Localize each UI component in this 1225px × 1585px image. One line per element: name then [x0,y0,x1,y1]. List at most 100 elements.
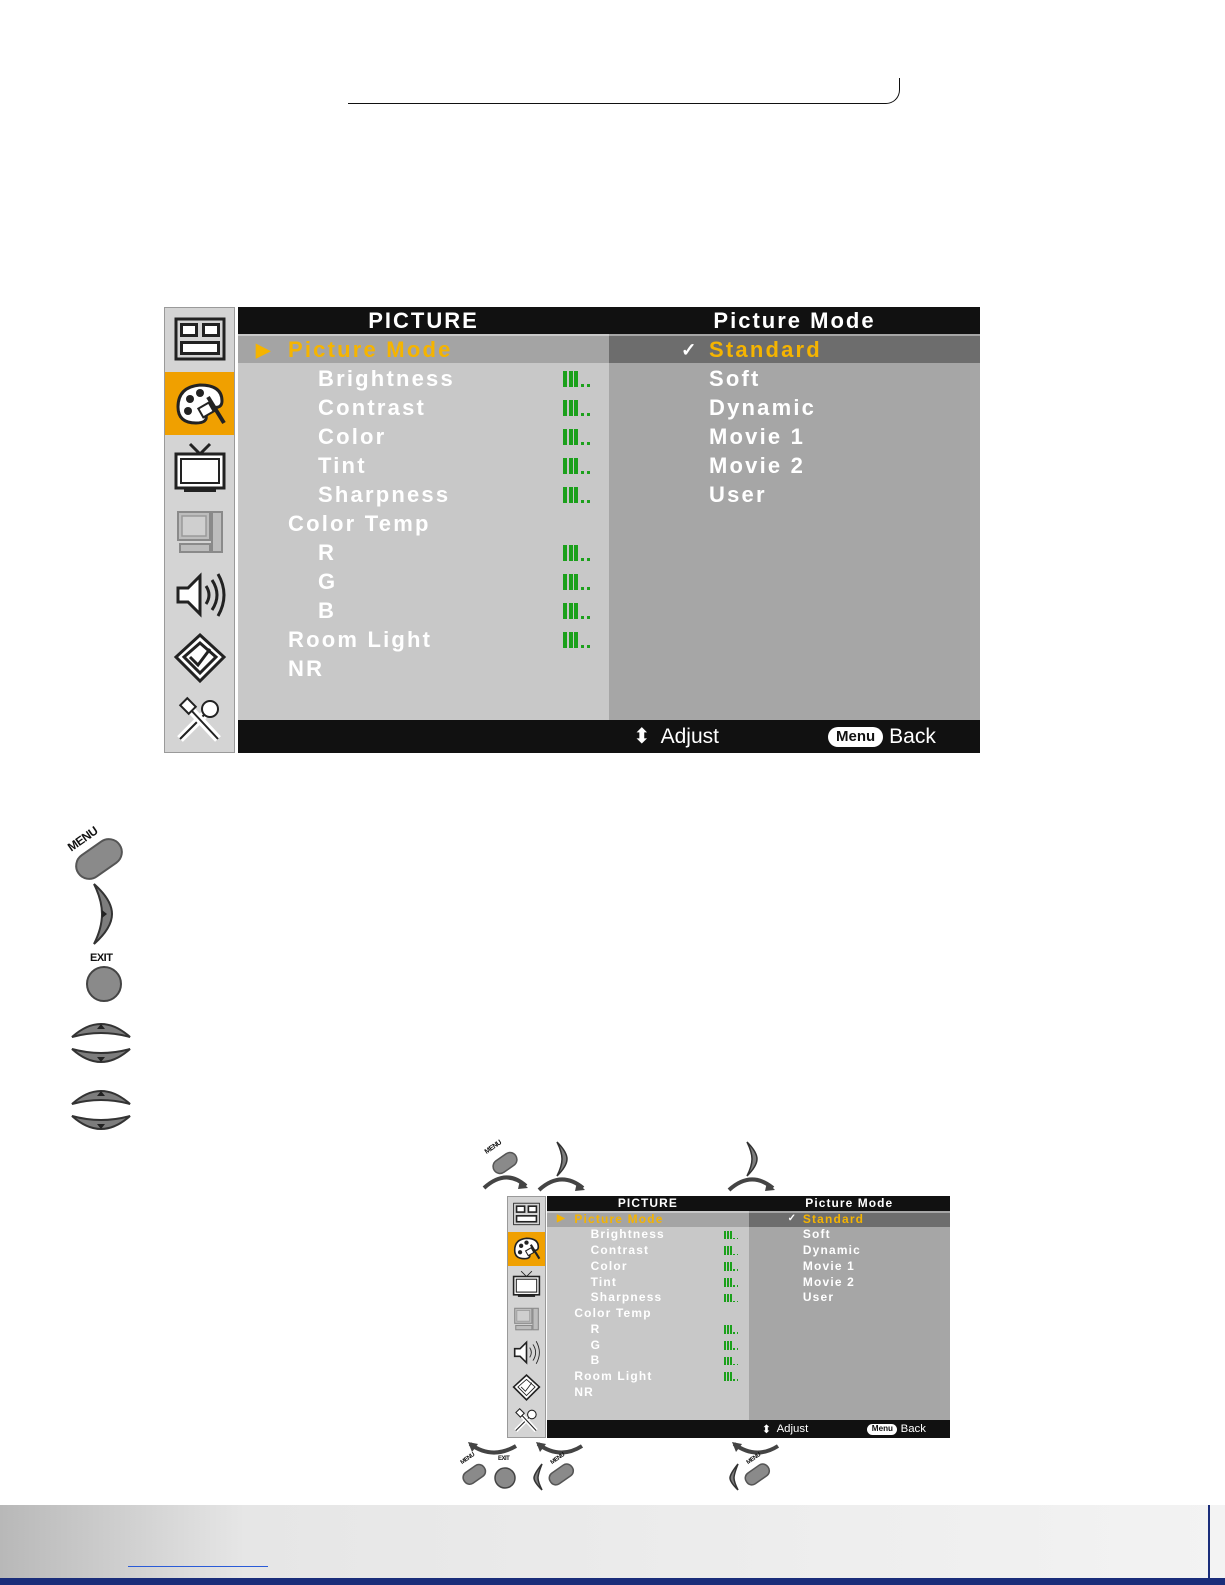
speaker-icon[interactable] [508,1335,545,1370]
selected-option-highlight [609,336,980,363]
tools-icon[interactable] [508,1405,545,1440]
option-item[interactable]: Dynamic [709,395,817,420]
menu-item[interactable]: B [318,598,337,623]
check-icon: ✓ [681,339,697,360]
return-arrow-icon [533,1442,584,1491]
small-menu-item[interactable]: Brightness [590,1227,665,1242]
diagram-top-right-arrow-2 [725,1140,777,1192]
diagram-bottom-arrow-menu-1: MENU [530,1440,590,1492]
footer-link-underline[interactable] [128,1565,268,1567]
section-title-rule [348,78,900,104]
menu-item[interactable]: Brightness [318,366,455,391]
tv-icon[interactable] [165,435,234,499]
pc-icon[interactable] [508,1301,545,1336]
menu-item[interactable]: Color Temp [288,511,431,536]
selected-row-highlight [238,336,609,363]
menu-item[interactable]: Picture Mode [288,337,453,362]
small-option-item[interactable]: User [802,1290,835,1305]
menu-item[interactable]: Contrast [318,395,427,420]
small-menu-item[interactable]: G [590,1337,602,1352]
small-level-bar [723,1372,739,1382]
small-menu-item[interactable]: Picture Mode [574,1211,664,1226]
remote-up-down-buttons-2[interactable] [68,1082,134,1138]
small-icon-sidebar [507,1196,546,1440]
level-bar [563,545,590,561]
small-option-item[interactable]: Movie 2 [802,1274,856,1289]
small-selected-row-highlight [547,1212,749,1228]
small-menu-item[interactable]: Contrast [590,1243,650,1258]
menu-item[interactable]: NR [288,656,325,681]
small-menu-item[interactable]: NR [574,1384,594,1399]
small-selected-option-highlight [748,1212,950,1228]
footer-blue-rule [0,1578,1225,1585]
page-footer-band [0,1505,1225,1585]
menu-item[interactable]: Room Light [288,627,433,652]
small-option-item[interactable]: Dynamic [802,1243,861,1258]
menu-key-badge: Menu [828,726,884,747]
menu-item[interactable]: Color [318,424,387,449]
menu-title: PICTURE [238,307,609,334]
level-bar [563,487,590,503]
tv-icon[interactable] [508,1266,545,1301]
menu-button-shape-icon [75,838,123,880]
small-menu-item[interactable]: Tint [590,1274,618,1289]
small-menu-item[interactable]: R [590,1321,601,1336]
small-footer-adjust: ⬍Adjust [762,1420,809,1438]
small-menu-item[interactable]: Sharpness [590,1290,663,1305]
selected-arrow-icon: ▶ [256,339,271,360]
small-menu-item[interactable]: Room Light [574,1369,653,1384]
menu-item[interactable]: Tint [318,453,367,478]
diagram-bottom-menu-exit: MENU EXIT [460,1440,524,1492]
small-level-bar [723,1230,739,1240]
small-option-item[interactable]: Movie 1 [802,1258,856,1273]
up-down-arrows-icon: ⬍ [761,1424,772,1437]
right-arrow-key-icon [537,1141,585,1192]
small-level-bar [723,1325,739,1334]
small-level-bar [723,1246,739,1256]
option-item[interactable]: Soft [709,366,761,391]
option-item[interactable]: User [709,482,767,507]
small-option-item[interactable]: Soft [802,1227,831,1242]
level-bar [563,371,590,387]
option-item[interactable]: Movie 2 [709,453,806,478]
speaker-icon[interactable] [165,563,234,627]
menu-item[interactable]: R [318,540,337,565]
remote-right-arrow-button[interactable] [86,882,116,946]
checklist-icon[interactable] [508,1370,545,1405]
small-option-item[interactable]: Standard [802,1211,865,1226]
menu-item[interactable]: G [318,569,338,594]
small-menu-item[interactable]: Color Temp [574,1306,652,1321]
level-bar [563,400,590,416]
pc-icon[interactable] [165,499,234,563]
layout-icon[interactable] [508,1197,545,1232]
remote-up-down-buttons-1[interactable] [68,1015,134,1071]
menu-item[interactable]: Sharpness [318,482,451,507]
palette-icon[interactable] [508,1231,545,1267]
small-menu-item[interactable]: Color [590,1258,628,1273]
menu-button-shape-icon [482,1151,528,1190]
exit-button-shape-icon [86,966,122,1002]
option-item[interactable]: Standard [709,337,822,362]
diagram-bottom-arrow-menu-2: MENU [726,1440,786,1492]
up-down-keys-icon [71,1023,131,1063]
small-menu-item[interactable]: B [590,1353,601,1368]
footer-edge-mark [1208,1505,1210,1580]
remote-menu-button[interactable]: MENU [60,820,140,890]
submenu-title: Picture Mode [609,307,980,334]
level-bar [563,574,590,590]
level-bar [563,632,590,648]
layout-icon[interactable] [165,308,234,372]
palette-icon[interactable] [165,371,234,436]
tools-icon[interactable] [165,690,234,754]
icon-sidebar [164,307,235,753]
right-arrow-key-icon [93,883,114,945]
option-item[interactable]: Movie 1 [709,424,806,449]
remote-exit-button[interactable]: EXIT [82,952,126,1002]
checklist-icon[interactable] [165,627,234,691]
